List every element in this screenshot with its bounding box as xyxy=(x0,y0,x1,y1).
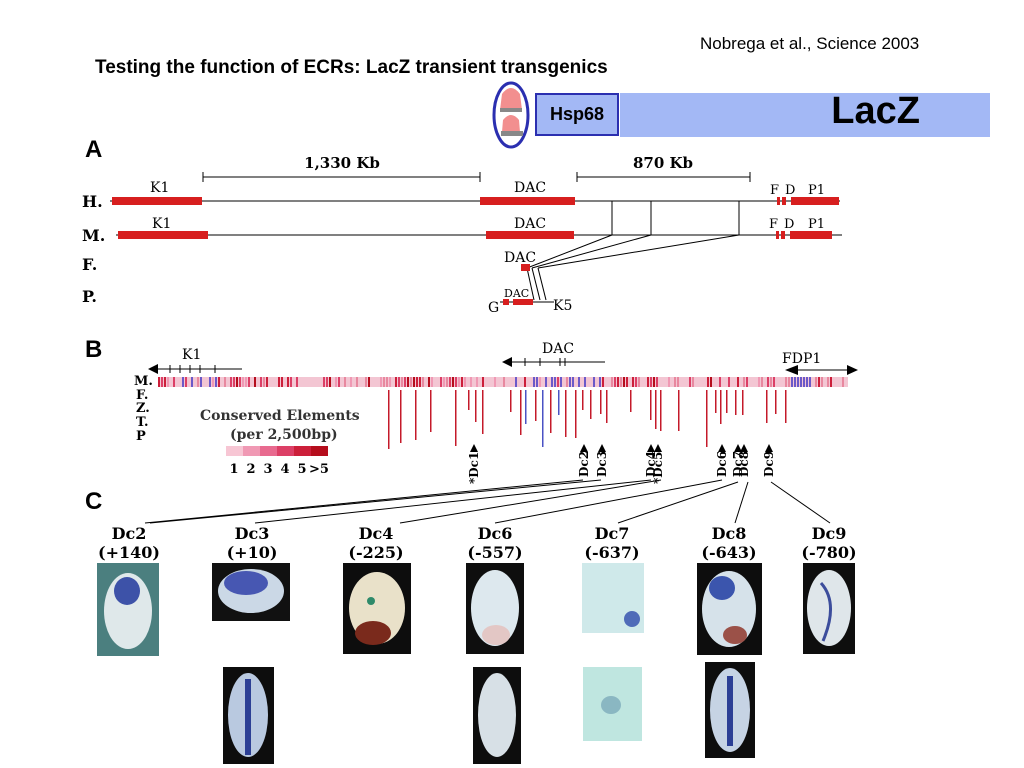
hsp68-promoter-box: Hsp68 xyxy=(535,93,619,136)
embryo-label-dc3: Dc3(+10) xyxy=(226,524,278,562)
embryo-photo-dc2-lateral xyxy=(97,563,159,656)
lacz-label: LacZ xyxy=(831,90,920,132)
embryo-label-dc2: Dc2(+140) xyxy=(98,524,160,562)
svg-text:Dc2: Dc2 xyxy=(577,451,591,477)
row-label-m: M. xyxy=(82,226,105,245)
embryo-label-dc4: Dc4(-225) xyxy=(348,524,404,562)
svg-text:Dc4: Dc4 xyxy=(644,451,658,477)
gene-d-m: D xyxy=(784,217,794,232)
embryo-photo-dc3-lateral xyxy=(212,563,290,621)
svg-text:3: 3 xyxy=(263,462,272,477)
gene-g-p: G xyxy=(488,300,499,316)
legend-swatch-1: 1 xyxy=(226,446,243,477)
lacz-reporter-bar xyxy=(620,93,990,137)
species-p: P xyxy=(136,429,146,444)
gene-dac-f: DAC xyxy=(504,250,536,266)
gene-d-h: D xyxy=(785,183,795,198)
embryo-photo-dc3-dorsal xyxy=(223,667,274,764)
legend-subtitle: (per 2,500bp) xyxy=(230,427,338,443)
distance-right-label: 870 Kb xyxy=(633,154,693,172)
row-label-h: H. xyxy=(82,192,103,211)
gene-fdp1-b: FDP1 xyxy=(782,351,821,367)
embryo-photo-dc4-lateral xyxy=(343,563,411,654)
row-label-f: F. xyxy=(82,255,97,274)
enhancer-ring-icon xyxy=(492,81,530,149)
element-marker-dc8: Dc8 xyxy=(737,444,751,477)
svg-text:5: 5 xyxy=(297,462,306,477)
gene-dac-p: DAC xyxy=(504,287,529,300)
svg-text:Dc8: Dc8 xyxy=(737,451,751,477)
gene-k5-p: K5 xyxy=(553,298,572,314)
element-marker-dc6: Dc6 xyxy=(715,444,729,477)
element-marker-dc5: *Dc5 xyxy=(651,444,665,484)
panel-b-letter: B xyxy=(85,336,103,363)
legend-swatch-6: >5 xyxy=(309,446,329,477)
svg-text:Dc6: Dc6 xyxy=(715,451,729,477)
slide-title: Testing the function of ECRs: LacZ trans… xyxy=(95,57,608,78)
gene-k1-h: K1 xyxy=(150,180,169,196)
embryo-photo-dc7-lateral xyxy=(582,563,644,633)
embryo-label-dc7: Dc7(-637) xyxy=(584,524,640,562)
svg-text:2: 2 xyxy=(246,462,255,477)
species-m: M. xyxy=(134,374,153,389)
gene-dac-m: DAC xyxy=(514,216,546,232)
embryo-photo-dc8-lateral xyxy=(697,563,762,655)
row-label-p: P. xyxy=(82,287,97,306)
citation: Nobrega et al., Science 2003 xyxy=(700,34,920,53)
svg-text:*Dc1: *Dc1 xyxy=(467,452,481,484)
gene-dac-h: DAC xyxy=(514,180,546,196)
embryo-photo-dc9-lateral xyxy=(803,563,855,654)
gene-p1-m: P1 xyxy=(808,217,825,232)
embryo-photo-dc7-dorsal xyxy=(583,667,642,741)
panel-b-conservation-map: K1 DAC FDP1 M. F. Z. T. P Conserved Elem… xyxy=(134,341,858,484)
gene-dac-b: DAC xyxy=(542,341,574,357)
panel-a-letter: A xyxy=(85,136,103,163)
species-t: T. xyxy=(136,415,149,430)
embryo-label-dc9: Dc9(-780) xyxy=(801,524,857,562)
legend-swatch-2: 2 xyxy=(243,446,260,477)
gene-k1-m: K1 xyxy=(152,216,171,232)
svg-text:Dc9: Dc9 xyxy=(762,451,776,477)
gene-f-m: F xyxy=(769,217,778,232)
legend-swatch-4: 4 xyxy=(277,446,294,477)
gene-k1-b: K1 xyxy=(182,347,201,363)
svg-text:Dc3: Dc3 xyxy=(595,451,609,477)
embryo-photo-dc8-dorsal xyxy=(705,662,755,758)
distance-left-label: 1,330 Kb xyxy=(304,154,380,172)
legend-swatch-5: 5 xyxy=(294,446,311,477)
species-f: F. xyxy=(136,388,148,403)
element-marker-dc3: Dc3 xyxy=(595,444,609,477)
embryo-photo-dc6-lateral xyxy=(466,563,524,654)
panel-a-gene-map: 1,330 Kb 870 Kb H. K1 DAC F D P1 M. K1 D… xyxy=(82,154,842,316)
element-marker-dc4: Dc4 xyxy=(644,444,658,477)
element-marker-dc1: *Dc1 xyxy=(467,444,481,484)
element-marker-dc2: Dc2 xyxy=(577,444,591,477)
legend-title: Conserved Elements xyxy=(200,408,360,424)
embryo-label-dc8: Dc8(-643) xyxy=(701,524,757,562)
embryo-label-dc6: Dc6(-557) xyxy=(467,524,523,562)
panel-c-letter: C xyxy=(85,488,103,515)
svg-text:>5: >5 xyxy=(309,462,329,477)
element-marker-dc9: Dc9 xyxy=(762,444,776,477)
gene-f-h: F xyxy=(770,183,779,198)
element-marker-dc7: Dc7 xyxy=(731,444,745,477)
svg-text:Dc7: Dc7 xyxy=(731,451,745,477)
legend-swatch-3: 3 xyxy=(260,446,277,477)
embryo-photo-dc6-dorsal xyxy=(473,667,521,764)
gene-p1-h: P1 xyxy=(808,183,825,198)
svg-text:1: 1 xyxy=(229,462,238,477)
svg-text:4: 4 xyxy=(280,462,289,477)
svg-text:*Dc5: *Dc5 xyxy=(651,452,665,484)
species-z: Z. xyxy=(136,401,150,416)
